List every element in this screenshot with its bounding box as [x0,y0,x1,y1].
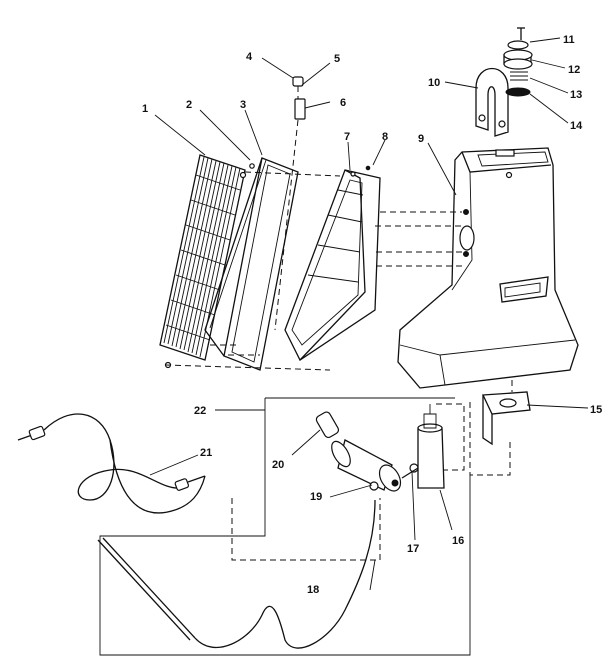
part-4-6-fasteners [274,76,306,331]
callout-7: 7 [344,131,350,143]
part-7-burner-housing [284,165,381,361]
callout-16: 16 [452,535,464,547]
callout-11: 11 [563,34,575,46]
callout-8: 8 [382,131,388,143]
callout-10: 10 [428,77,440,89]
part-19-valve [315,411,419,492]
leader-lines [149,37,589,591]
part-9-heater-cabinet [397,147,579,389]
part-15-bracket [469,380,531,476]
callout-5: 5 [334,53,340,65]
callout-22: 22 [194,405,206,417]
callout-3: 3 [240,99,246,111]
callout-13: 13 [570,89,582,101]
part-11-14-knob-stack [503,27,533,97]
callout-1: 1 [142,103,148,115]
callout-12: 12 [568,64,580,76]
callout-4: 4 [246,51,253,63]
callout-20: 20 [272,459,284,471]
callout-15: 15 [590,404,602,416]
callout-21: 21 [200,447,212,459]
callout-18: 18 [307,584,319,596]
part-10-u-bracket [475,67,509,137]
callout-17: 17 [407,543,419,555]
callout-14: 14 [570,120,583,132]
callouts: 1 2 3 4 5 6 7 8 9 10 11 12 13 14 15 16 1… [142,34,602,596]
wiring [17,397,471,656]
callout-2: 2 [186,99,192,111]
part-3-reflector-frame [204,157,299,371]
callout-6: 6 [340,97,346,109]
callout-19: 19 [310,491,322,503]
part-16-pilot-assembly [409,403,465,489]
callout-9: 9 [418,133,424,145]
assembly-lines [164,171,462,371]
